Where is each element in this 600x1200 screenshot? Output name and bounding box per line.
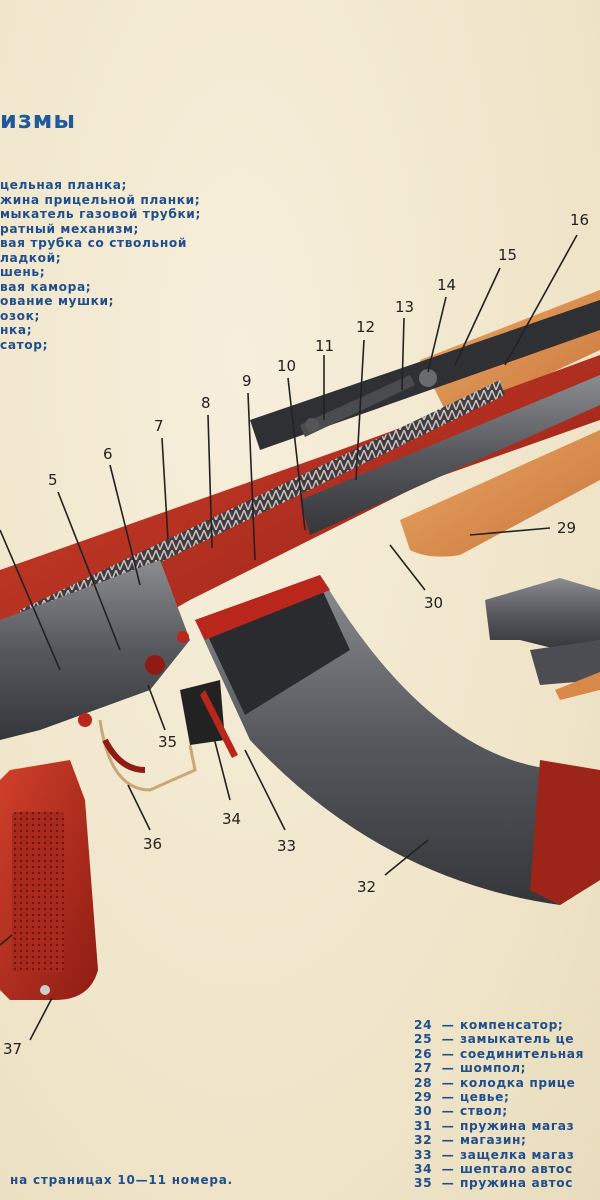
- callout-label: 13: [395, 298, 415, 316]
- legend-top-item: жина прицельной планки;: [0, 192, 201, 207]
- callout-label: 37: [3, 1040, 23, 1058]
- grip-screw-icon: [40, 985, 50, 995]
- legend-top-item: ование мушки;: [0, 294, 115, 308]
- legend-bottom-list: 24—компенсатор; 25—замыкатель це 26—соед…: [414, 1018, 600, 1191]
- callout-label: 14: [437, 276, 457, 294]
- callout-label: 15: [498, 246, 518, 264]
- detached-part-lower: [530, 640, 600, 685]
- recoil-spring: [20, 380, 505, 628]
- callout-label: 6: [103, 445, 113, 463]
- magazine-floorplate: [530, 760, 600, 905]
- callout-label: 5: [48, 471, 58, 489]
- callout-label: 30: [424, 594, 444, 612]
- callout-label: 33: [277, 837, 297, 855]
- rear-sight: [300, 375, 415, 437]
- pin-icon: [145, 655, 165, 675]
- legend-bottom-item: 32—магазин;: [414, 1133, 527, 1148]
- legend-bottom-item: 27—шомпол;: [414, 1061, 527, 1076]
- callout-label: 7: [154, 417, 164, 435]
- legend-bottom-item: 29—цевье;: [414, 1089, 510, 1104]
- callout-label: 36: [143, 835, 163, 853]
- footer-note: на страницах 10—11 номера.: [10, 1173, 234, 1187]
- legend-top-item: вая трубка со ствольной: [0, 236, 187, 250]
- legend-bottom-item: 31—пружина магаз: [414, 1118, 575, 1133]
- detached-part: [485, 578, 600, 650]
- barrel: [300, 375, 600, 535]
- callout-leader-lines: [0, 234, 578, 1041]
- catch-lever: [200, 690, 238, 758]
- pin-icon: [177, 631, 189, 643]
- callout-label: 11: [315, 337, 335, 355]
- callout-label: 16: [570, 211, 590, 229]
- legend-bottom-item: 33—защелка магаз: [414, 1147, 575, 1162]
- legend-top-item: нка;: [0, 323, 33, 337]
- trigger-guard: [98, 719, 197, 792]
- grip-texture: [12, 812, 64, 972]
- callout-label: 10: [277, 357, 297, 375]
- legend-top-list: цельная планка; жина прицельной планки; …: [0, 178, 270, 352]
- legend-top-item: озок;: [0, 308, 40, 323]
- callout-label: 34: [222, 810, 242, 828]
- legend-top-item: ладкой;: [0, 250, 62, 265]
- legend-bottom-item: 24—компенсатор;: [414, 1018, 564, 1032]
- callout-label: 9: [242, 372, 252, 390]
- legend-bottom-item: 26—соединительная: [414, 1046, 585, 1061]
- callout-label: 32: [357, 878, 377, 896]
- legend-top-item: мыкатель газовой трубки;: [0, 207, 201, 221]
- legend-bottom-item: 34—шептало автос: [414, 1161, 573, 1176]
- legend-bottom-item: 25—замыкатель це: [414, 1032, 575, 1047]
- magazine-catch: [180, 680, 225, 745]
- legend-bottom-item: 28—колодка прице: [414, 1075, 576, 1090]
- bolt-carrier: [0, 560, 190, 740]
- trigger: [102, 738, 146, 773]
- legend-top-item: шень;: [0, 265, 46, 279]
- callout-label: 35: [158, 733, 178, 751]
- legend-bottom-item: 30—ствол;: [414, 1104, 508, 1119]
- legend-top-item: сатор;: [0, 337, 49, 352]
- section-title: измы: [0, 106, 77, 134]
- detached-wood: [555, 672, 600, 700]
- lower-handguard: [400, 430, 600, 557]
- pin-icon: [78, 713, 92, 727]
- legend-top-item: цельная планка;: [0, 178, 128, 192]
- sight-block: [419, 369, 437, 387]
- legend-top-item: вая камора;: [0, 279, 92, 294]
- callout-label: 8: [201, 394, 211, 412]
- legend-bottom-item: 35—пружина автос: [414, 1176, 574, 1191]
- legend-top-item: ратный механизм;: [0, 221, 140, 236]
- callout-label: 12: [356, 318, 376, 336]
- callout-label: 29: [557, 519, 577, 537]
- sight-knob: [305, 418, 319, 432]
- magazine-lip: [195, 575, 330, 640]
